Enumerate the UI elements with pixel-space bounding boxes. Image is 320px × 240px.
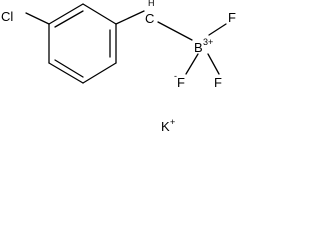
methylene-bond	[115, 10, 145, 25]
boron-label: B	[194, 40, 203, 55]
fluorine-right-label: F	[228, 10, 236, 25]
potassium-charge: +	[170, 117, 175, 127]
ring-bond	[82, 62, 117, 84]
benzene-ring	[48, 3, 117, 84]
boron-fluorine-bond	[208, 23, 227, 36]
boron-charge: 3+	[203, 37, 213, 47]
fluorine-lower-left-label: F	[177, 75, 185, 90]
carbon-boron-bond	[157, 21, 193, 41]
ring-bond	[82, 3, 117, 25]
ring-double-bond	[54, 10, 84, 28]
fluorine-minus: -	[174, 71, 177, 81]
carbon-c-label: C	[145, 11, 154, 26]
boron-fluorine-bond	[185, 53, 199, 75]
ring-bond	[48, 62, 84, 84]
substituent-bonds	[25, 10, 227, 75]
boron-fluorine-bond	[207, 53, 220, 75]
potassium-label: K	[161, 119, 170, 134]
fluorine-lower-right-label: F	[214, 75, 222, 90]
ring-bond	[48, 3, 84, 25]
carbon-h-label: H	[148, 0, 155, 8]
ring-double-bond	[54, 59, 84, 78]
chlorine-label: Cl	[1, 9, 13, 24]
chemical-structure: Cl H C B 3+ F - F F K +	[1, 0, 236, 134]
chloro-bond	[25, 12, 50, 25]
